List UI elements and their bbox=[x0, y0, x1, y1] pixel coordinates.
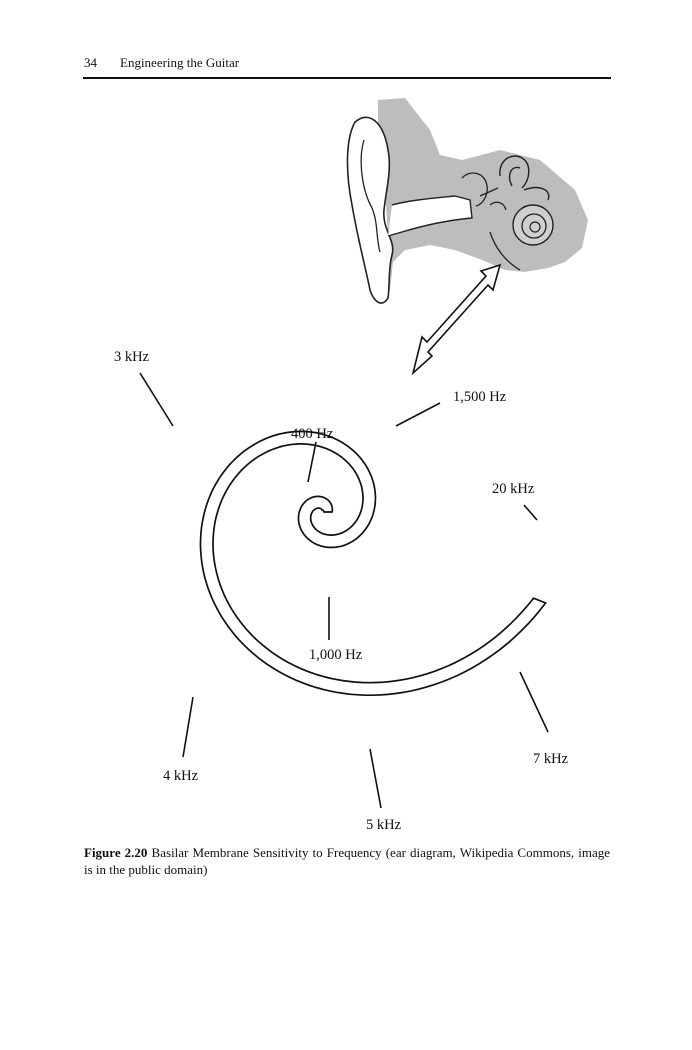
leader-lines bbox=[139, 372, 549, 809]
page-number: 34 bbox=[84, 55, 97, 70]
cochlea-inner bbox=[529, 221, 541, 233]
ear-gray-shading bbox=[378, 98, 588, 298]
ear-canal bbox=[387, 195, 473, 237]
leader-line-400hz bbox=[307, 441, 317, 483]
cochlea-outer bbox=[512, 204, 554, 246]
label-5khz: 5 kHz bbox=[366, 817, 402, 833]
label-1000hz: 1,000 Hz bbox=[309, 647, 363, 663]
basilar-membrane-spiral bbox=[199, 430, 547, 697]
pinna-inner-fold bbox=[360, 139, 381, 253]
outer-ear-pinna bbox=[346, 116, 394, 304]
leader-line-7khz bbox=[519, 671, 549, 733]
cochlea-middle bbox=[521, 213, 547, 239]
leader-line-20khz bbox=[523, 504, 538, 521]
caption-label: Figure 2.20 bbox=[84, 845, 148, 860]
running-header: 34 Engineering the Guitar bbox=[84, 55, 610, 75]
double-headed-arrow bbox=[411, 263, 502, 376]
ear-diagram bbox=[346, 98, 588, 304]
label-20khz: 20 kHz bbox=[492, 481, 535, 497]
label-400hz: 400 Hz bbox=[291, 426, 334, 442]
semicircular-canals bbox=[499, 155, 550, 201]
leader-line-1500hz bbox=[395, 402, 441, 427]
label-3khz: 3 kHz bbox=[114, 349, 150, 365]
label-7khz: 7 kHz bbox=[533, 751, 569, 767]
leader-line-3khz bbox=[139, 372, 174, 427]
figure-caption: Figure 2.20 Basilar Membrane Sensitivity… bbox=[84, 844, 610, 878]
label-4khz: 4 kHz bbox=[163, 768, 199, 784]
label-1500hz: 1,500 Hz bbox=[453, 389, 507, 405]
eustachian-tube bbox=[489, 231, 521, 271]
leader-line-4khz bbox=[182, 696, 194, 758]
caption-text: Basilar Membrane Sensitivity to Frequenc… bbox=[84, 845, 610, 877]
middle-ear-ossicles bbox=[461, 172, 507, 211]
leader-line-5khz bbox=[369, 748, 382, 809]
running-title: Engineering the Guitar bbox=[120, 55, 240, 70]
header-rule bbox=[83, 77, 611, 79]
